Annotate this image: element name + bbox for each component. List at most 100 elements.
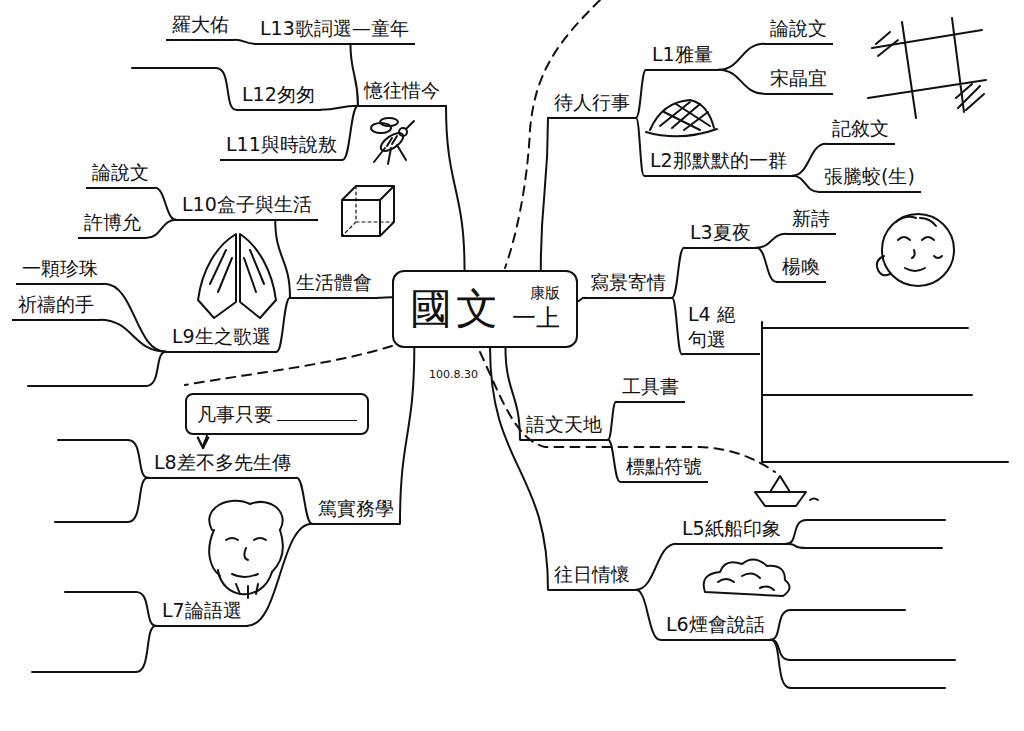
- topic-text: 篤實務學: [318, 497, 394, 519]
- confucius-drawing: [232, 574, 258, 598]
- branch-topic: L9生之歌選: [166, 322, 277, 353]
- praying-hands-drawing: [198, 234, 236, 318]
- topic-text: L4 絕句選: [688, 303, 736, 350]
- topic-text: 國文: [410, 282, 502, 337]
- topic-text: L9生之歌選: [172, 325, 271, 347]
- branch-line: [378, 296, 392, 298]
- blank-branch: [132, 68, 236, 110]
- branch-line: [636, 118, 644, 176]
- branch-topic: 記敘文: [826, 114, 895, 145]
- topic-text: 楊喚: [782, 255, 820, 277]
- face-drawing: [898, 237, 934, 240]
- branch-line: [719, 70, 764, 94]
- topic-text: 語文天地: [526, 413, 602, 435]
- praying-hands-drawing: [240, 234, 276, 318]
- branch-topic: 語文天地: [520, 410, 608, 441]
- topic-text: L13歌詞選—童年: [260, 17, 409, 39]
- central-topic: 國文康版一上: [392, 270, 578, 348]
- blank-branch: [787, 520, 945, 544]
- l4-bracket: [762, 322, 1008, 462]
- branch-line: [636, 544, 676, 590]
- mosquito-drawing: [374, 121, 414, 164]
- branch-topic: 寫景寄情: [584, 268, 672, 299]
- praying-hands-drawing: [198, 234, 276, 318]
- branch-topic: 憶往惜今: [358, 76, 446, 107]
- topic-text: 祈禱的手: [18, 293, 94, 315]
- hat-drawing: [646, 129, 717, 136]
- branch-topic: 羅大佑: [166, 10, 235, 41]
- blank-branch: [771, 640, 945, 688]
- blank-branch: [28, 352, 166, 386]
- topic-text: 凡事只要: [197, 403, 273, 425]
- dashed-divider: [480, 352, 775, 472]
- branch-topic: L1雅量: [646, 40, 719, 71]
- cube-drawing: [342, 186, 394, 236]
- branch-topic: 往日情懷: [548, 560, 636, 591]
- branch-line: [155, 188, 176, 220]
- hatched-square: [876, 32, 984, 110]
- branch-topic: 工具書: [616, 372, 685, 403]
- topic-text: 一顆珍珠: [22, 257, 98, 279]
- branch-topic: 楊喚: [776, 252, 826, 283]
- topic-text: 憶往惜今: [364, 79, 440, 101]
- branch-topic: L5紙船印象: [676, 514, 787, 545]
- face-drawing: [934, 256, 942, 258]
- branch-line: [608, 440, 620, 482]
- branch-topic: 一顆珍珠: [16, 254, 104, 285]
- confucius-drawing: [209, 501, 283, 598]
- topic-text: 生活體會: [296, 271, 372, 293]
- topic-text: 標點符號: [626, 455, 702, 477]
- branch-topic: 待人行事: [548, 88, 636, 119]
- topic-text: 往日情懷: [554, 563, 630, 585]
- face-drawing: [877, 256, 890, 275]
- branch-line: [636, 590, 660, 640]
- blank-branch: [32, 626, 156, 672]
- topic-text: 羅大佑: [172, 13, 229, 35]
- topic-text: L1雅量: [652, 43, 713, 65]
- branch-line: [490, 347, 548, 590]
- branch-topic: 張騰蛟(生): [818, 162, 921, 193]
- branch-line: [297, 478, 312, 524]
- topic-text: L8差不多先生傳: [154, 451, 291, 473]
- branch-topic: L10盒子與生活: [176, 190, 318, 221]
- mosquito-drawing: [380, 118, 398, 126]
- branch-line: [793, 144, 826, 176]
- paper-boat-drawing: [755, 492, 806, 506]
- branch-topic: L3夏夜: [684, 218, 757, 249]
- branch-topic: 論說文: [86, 158, 155, 189]
- topic-text: L3夏夜: [690, 221, 751, 243]
- blank-branch: [771, 640, 955, 660]
- branch-topic: 生活體會: [290, 268, 378, 299]
- blank-branch: [787, 544, 942, 548]
- branch-line: [203, 434, 207, 448]
- blank-branch: [55, 478, 148, 522]
- smoke-cloud-drawing: [704, 559, 790, 596]
- paper-boat-drawing: [755, 476, 818, 506]
- blank-branch: [771, 610, 905, 640]
- branch-topic: L11與時說敖: [220, 130, 343, 161]
- branch-line: [321, 106, 358, 110]
- branch-line: [446, 106, 465, 270]
- confucius-drawing: [209, 501, 282, 530]
- topic-text: 新詩: [792, 207, 830, 229]
- branch-topic: 祈禱的手: [12, 290, 100, 321]
- topic-text: L11與時說敖: [226, 133, 337, 155]
- topic-text: 待人行事: [554, 91, 630, 113]
- topic-text: 論說文: [92, 161, 149, 183]
- hatched-square: [868, 18, 986, 118]
- branch-topic: 新詩: [786, 204, 836, 235]
- branch-line: [350, 44, 358, 106]
- paper-boat-drawing: [770, 476, 790, 492]
- branch-line: [541, 118, 548, 270]
- topic-text: L2那默默的一群: [650, 149, 787, 171]
- branch-line: [672, 248, 684, 298]
- branch-topic: L12匆匆: [236, 80, 321, 111]
- hat-drawing: [646, 100, 717, 136]
- branch-topic: 篤實務學: [312, 494, 400, 525]
- hat-drawing: [650, 100, 714, 130]
- branch-line: [104, 284, 166, 352]
- branch-line: [275, 220, 290, 298]
- branch-topic: 許博允: [78, 208, 147, 239]
- branch-line: [343, 106, 358, 160]
- branch-line: [608, 402, 616, 440]
